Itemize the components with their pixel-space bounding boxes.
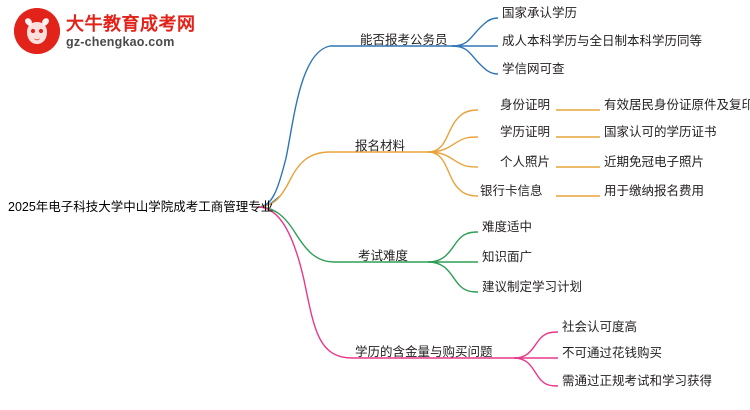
leaf-node-3-3: 建议制定学习计划 <box>482 280 583 294</box>
branch-node-3: 考试难度 <box>358 249 409 263</box>
leaf-node-2-4: 银行卡信息 <box>480 184 543 198</box>
leaf-node-4-1: 社会认可度高 <box>562 320 638 334</box>
mindmap-root-node: 2025年电子科技大学中山学院成考工商管理专业 <box>8 200 274 214</box>
bull-head-icon <box>14 8 60 54</box>
logo-brand-name: 大牛教育成考网 <box>66 14 196 34</box>
leaf-node-1-2: 成人本科学历与全日制本科学历同等 <box>502 34 703 48</box>
leaf-node-4-3: 需通过正规考试和学习获得 <box>562 374 713 388</box>
branch-node-2: 报名材料 <box>355 139 406 153</box>
logo-brand-url: gz-chengkao.com <box>66 35 175 49</box>
site-logo: 大牛教育成考网 gz-chengkao.com <box>14 8 204 56</box>
leaf-detail-2-3: 近期免冠电子照片 <box>604 155 705 169</box>
branch-node-1: 能否报考公务员 <box>360 33 448 47</box>
leaf-node-2-1: 身份证明 <box>500 98 551 112</box>
leaf-node-1-1: 国家承认学历 <box>502 6 578 20</box>
leaf-detail-2-4: 用于缴纳报名费用 <box>604 184 705 198</box>
leaf-node-3-1: 难度适中 <box>482 220 533 234</box>
leaf-node-1-3: 学信网可查 <box>502 62 565 76</box>
leaf-node-2-3: 个人照片 <box>500 155 551 169</box>
branch-node-4: 学历的含金量与购买问题 <box>355 345 493 359</box>
leaf-node-2-2: 学历证明 <box>500 125 551 139</box>
leaf-node-4-2: 不可通过花钱购买 <box>562 346 663 360</box>
leaf-detail-2-2: 国家认可的学历证书 <box>604 125 717 139</box>
leaf-detail-2-1: 有效居民身份证原件及复印件 <box>604 98 750 112</box>
leaf-node-3-2: 知识面广 <box>482 250 533 264</box>
